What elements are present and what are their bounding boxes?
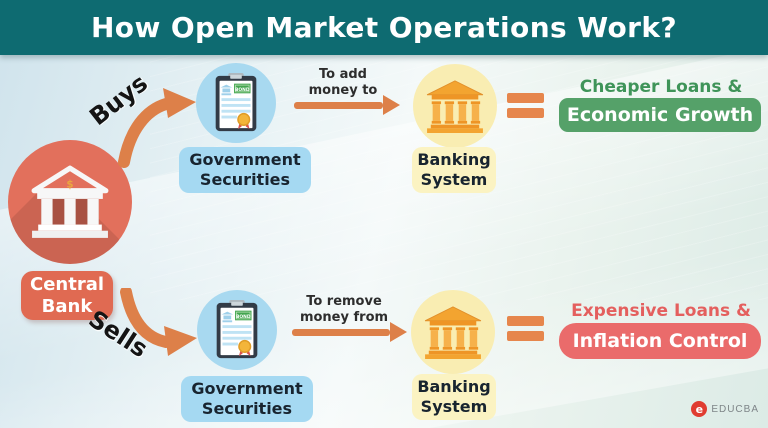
educba-icon: e: [691, 401, 708, 417]
transfer-line: money from: [299, 310, 389, 326]
curved-arrow-sells: [120, 288, 197, 356]
educba-logo: e EDUCBA: [691, 401, 759, 417]
dollar-badge: $: [66, 179, 73, 191]
label-line: Banking: [417, 150, 491, 170]
transfer-line: To remove: [306, 294, 382, 309]
equals-bar: [507, 331, 544, 341]
equals-bar: [507, 93, 544, 103]
transfer-note-top: To add money to: [297, 67, 389, 100]
bond-stamp-text: BOND: [235, 87, 250, 93]
bond-stamp-text: BOND: [236, 314, 251, 320]
bank-building-icon: $: [31, 165, 109, 238]
transfer-line: To add: [319, 67, 367, 82]
equals-bar: [507, 108, 544, 118]
straight-arrow-top: [294, 95, 400, 115]
result-label-top: Cheaper Loans &: [579, 77, 743, 97]
transfer-note-bottom: To remove money from: [288, 294, 400, 327]
equals-bar: [507, 316, 544, 326]
label-line: Securities: [201, 399, 293, 418]
result-box-economic-growth: Economic Growth: [559, 98, 761, 132]
label-line: Banking: [417, 377, 491, 397]
bond-certificate-icon: BOND: [216, 300, 258, 359]
arrow-head: [390, 322, 407, 342]
bank-building-icon: [426, 80, 484, 133]
curved-arrow-buys: [118, 88, 196, 168]
header-banner: How Open Market Operations Work?: [0, 0, 768, 55]
straight-arrow-bottom: [292, 322, 407, 342]
bank-building-icon: [424, 306, 482, 359]
label-line: System: [420, 170, 488, 189]
central-bank-label-line2: Bank: [41, 295, 93, 317]
equals-sign-bottom: [507, 316, 544, 341]
banking-system-icon-bottom: [411, 290, 495, 374]
central-bank-label-line1: Central: [29, 273, 105, 295]
banking-system-label-top: Banking System: [412, 147, 496, 193]
label-line: Government: [191, 379, 303, 399]
educba-logo-text: EDUCBA: [711, 403, 759, 415]
arrow-head: [383, 95, 400, 115]
label-line: System: [420, 397, 488, 416]
result-box-inflation-control: Inflation Control: [559, 323, 761, 359]
banking-system-label-bottom: Banking System: [412, 374, 496, 420]
result-label-bottom: Expensive Loans &: [571, 301, 751, 321]
page-title: How Open Market Operations Work?: [90, 11, 678, 44]
transfer-line: money to: [308, 83, 378, 99]
government-securities-label-bottom: Government Securities: [181, 376, 313, 422]
banking-system-icon-top: [413, 64, 497, 148]
central-bank-label: Central Bank: [21, 271, 113, 320]
government-securities-icon-bottom: BOND: [197, 290, 277, 370]
bond-certificate-icon: BOND: [215, 73, 257, 132]
government-securities-label-top: Government Securities: [179, 147, 311, 193]
arrow-shaft: [292, 328, 390, 336]
arrow-shaft: [294, 101, 383, 109]
central-bank-icon: $: [8, 140, 132, 264]
label-line: Securities: [199, 170, 291, 189]
government-securities-icon-top: BOND: [196, 63, 276, 143]
equals-sign-top: [507, 93, 544, 118]
label-line: Government: [189, 150, 301, 170]
